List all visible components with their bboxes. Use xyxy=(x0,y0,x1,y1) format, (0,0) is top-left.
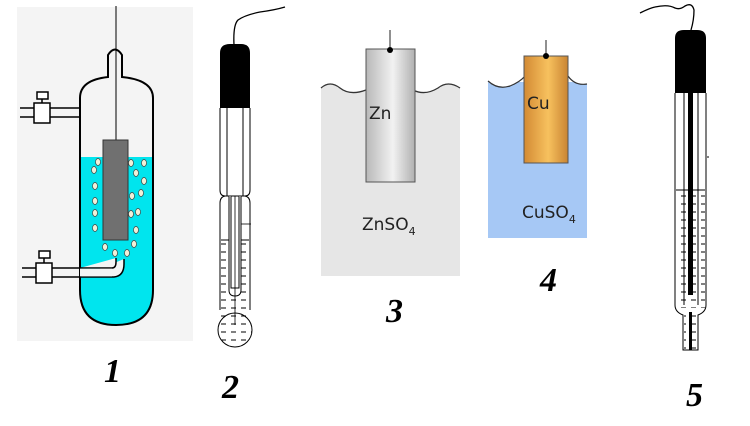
electrode-cable xyxy=(233,6,286,46)
figure-5-number: 5 xyxy=(686,377,703,414)
electrode-cap xyxy=(675,30,706,93)
gas-inlet-tube xyxy=(22,250,125,284)
znso4-label: ZnSO4 xyxy=(362,215,416,238)
zinc-label: Zn xyxy=(369,104,391,124)
figure-2-reference-electrode: 2 xyxy=(217,6,286,406)
zinc-electrode xyxy=(365,48,416,183)
copper-electrode xyxy=(523,55,569,164)
figure-4-copper-half-cell: Cu CuSO4 4 xyxy=(487,40,588,299)
electrode-cable xyxy=(639,4,695,31)
electrode-cap xyxy=(220,44,250,108)
figure-2-number: 2 xyxy=(221,369,239,406)
figure-5-glass-electrode: 5 xyxy=(639,4,709,414)
gas-bubbles xyxy=(91,158,147,257)
solution-surface xyxy=(320,83,461,94)
valve-bottom xyxy=(35,262,53,284)
valve-top xyxy=(33,102,51,124)
inner-electrode xyxy=(688,93,693,295)
vessel-outline xyxy=(79,48,154,327)
gas-outlet-tube xyxy=(20,91,80,124)
figure-1-number: 1 xyxy=(104,353,121,390)
figure-3-number: 3 xyxy=(385,293,403,330)
solution-surface-cu xyxy=(487,75,588,88)
electrode-bulb xyxy=(217,312,253,348)
figure-3-zinc-half-cell: Zn ZnSO4 3 xyxy=(320,30,461,330)
copper-label: Cu xyxy=(527,94,550,114)
figure-1-hydrogen-electrode: 1 xyxy=(17,6,193,390)
electrolyte-liquid xyxy=(80,157,153,325)
cuso4-label: CuSO4 xyxy=(522,203,576,226)
figure-4-number: 4 xyxy=(539,262,557,299)
platinum-plate xyxy=(102,139,129,241)
